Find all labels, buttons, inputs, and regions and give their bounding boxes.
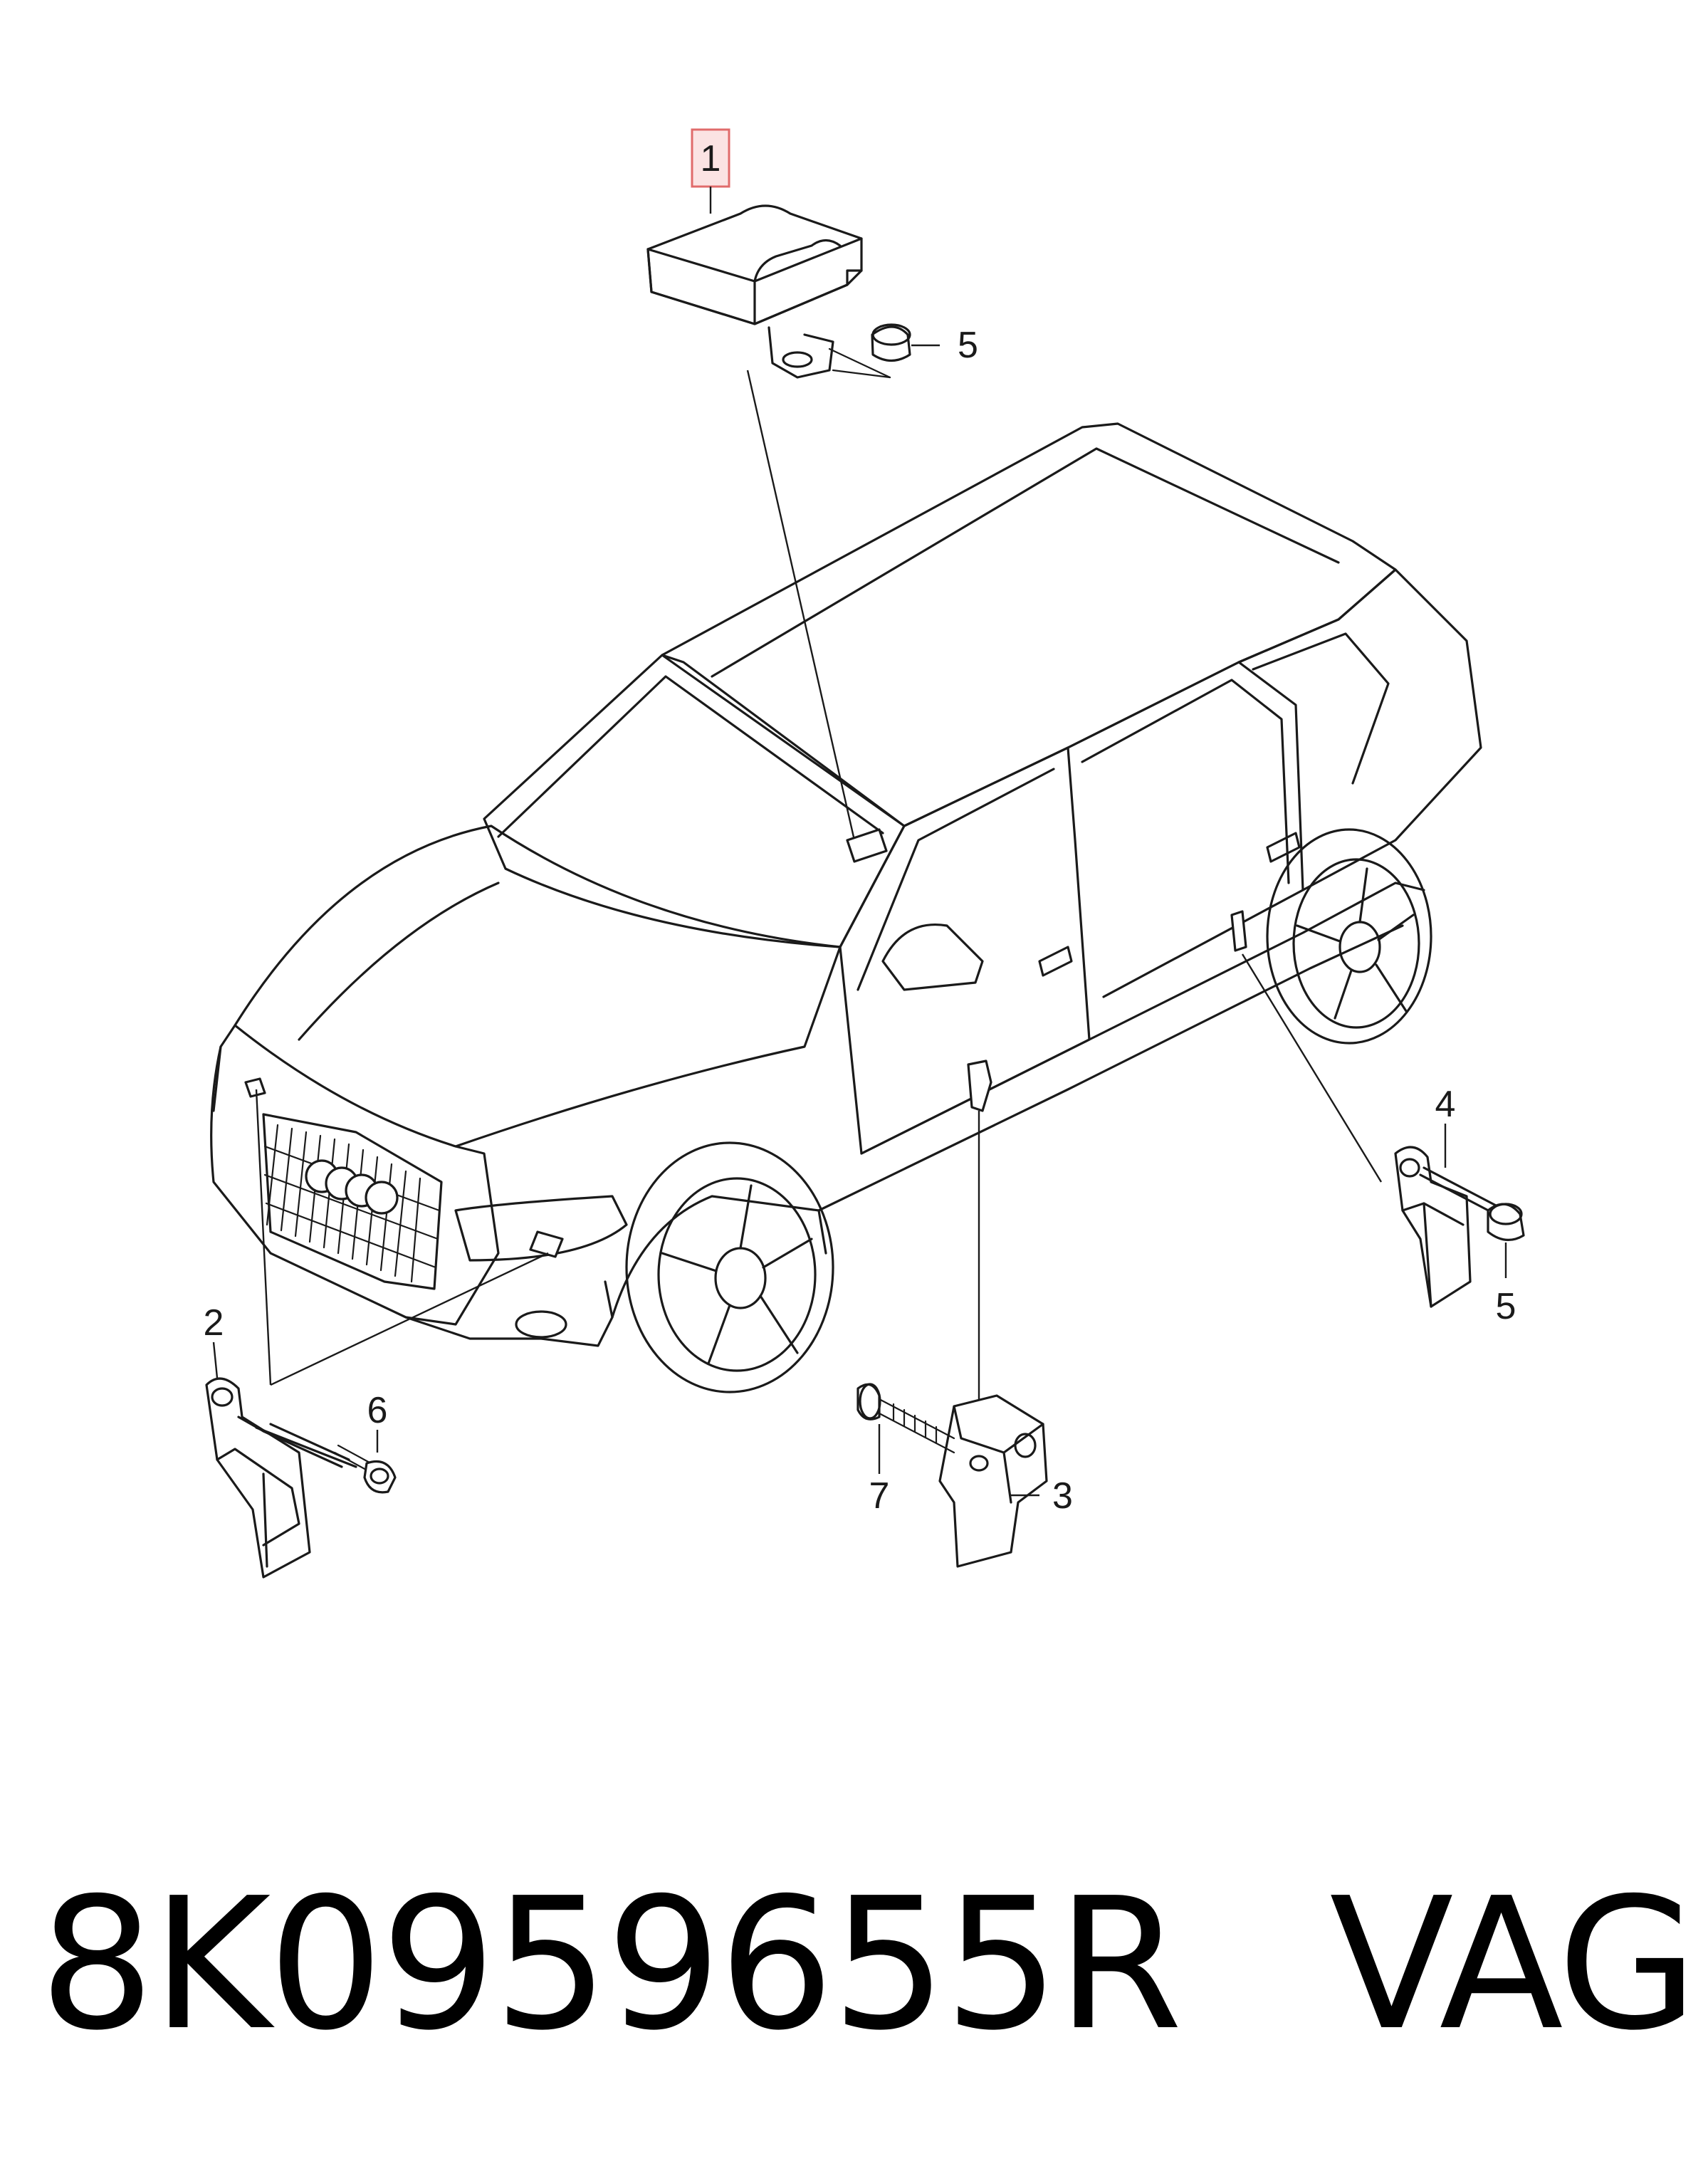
callout-2: 2 [204,1302,224,1344]
nut-top: 5 [871,323,978,366]
rear-wheel [1266,828,1432,1045]
sensor-part-2: 2 [204,1302,357,1579]
sensor-part-4: 4 [1394,1084,1500,1308]
airbag-control-unit: 1 [646,128,891,379]
callout-5-top: 5 [958,325,978,366]
callout-7: 7 [869,1475,890,1517]
sensor-part-3: 3 [938,1394,1073,1568]
footer-part-number-bar: 8K0959655R VAG [39,1858,1698,2072]
callout-3: 3 [1052,1475,1073,1517]
callout-5-right: 5 [1496,1286,1516,1327]
nut-right: 5 [1487,1203,1525,1327]
callout-6: 6 [367,1390,388,1431]
front-wheel [625,1141,834,1393]
callout-1: 1 [701,138,721,179]
screw-part-6: 6 [333,1390,397,1494]
vehicle-body [210,422,1482,1393]
brand-rings-logo [305,1159,399,1215]
brand-name: VAG [1329,1859,1698,2071]
callout-4: 4 [1435,1084,1456,1125]
screw-part-7: 7 [856,1383,955,1517]
part-number: 8K0959655R [39,1859,1183,2071]
